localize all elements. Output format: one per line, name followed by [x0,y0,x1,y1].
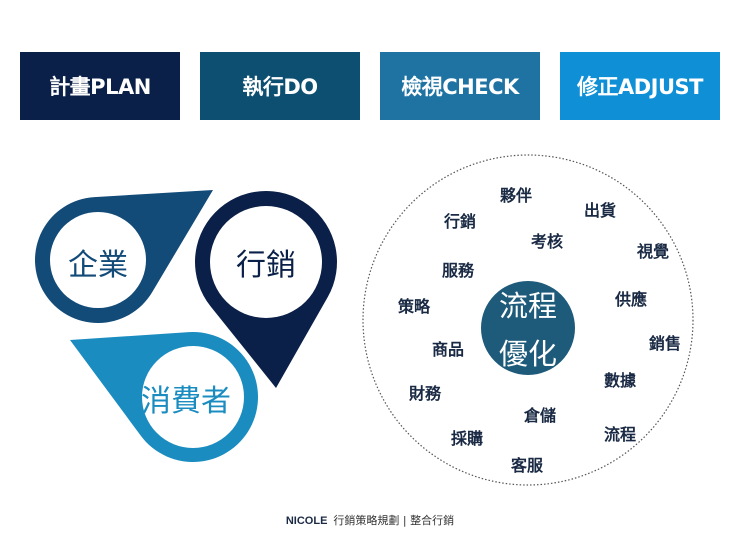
process-word: 策略 [397,297,431,316]
process-word: 出貨 [583,201,617,220]
process-word: 數據 [603,371,637,390]
process-word: 供應 [614,290,648,309]
center-line1: 流程 [498,289,558,323]
process-word: 行銷 [443,212,477,231]
drop-marketing-inner [210,206,322,318]
process-word: 銷售 [648,334,682,353]
drop-enterprise-inner [50,212,146,308]
outer-dotted-circle [362,154,694,486]
process-word: 財務 [408,384,442,403]
adjust-box: 修正ADJUST [560,52,720,120]
process-word: 夥伴 [499,186,533,205]
process-word: 商品 [431,340,465,359]
process-word: 視覺 [636,242,670,261]
plan-box: 計畫PLAN [20,52,180,120]
center-line2: 優化 [498,337,558,371]
drop-label-consumer: 消費者 [141,384,231,419]
footer: NICOLE 行銷策略規劃 | 整合行銷 [0,512,740,528]
process-word: 服務 [441,261,475,280]
process-word: 考核 [530,232,564,251]
drop-label-enterprise: 企業 [68,248,128,283]
check-box: 檢視CHECK [380,52,540,120]
do-box: 執行DO [200,52,360,120]
drop-label-marketing: 行銷 [236,248,296,283]
footer-brand: NICOLE [285,515,328,527]
center-circle [481,281,575,375]
process-word: 採購 [450,429,484,448]
drop-consumer-inner [142,346,244,448]
process-word: 流程 [603,425,637,444]
footer-text: 行銷策略規劃 | 整合行銷 [333,514,455,527]
process-word: 客服 [510,456,544,475]
process-word: 倉儲 [523,406,557,425]
